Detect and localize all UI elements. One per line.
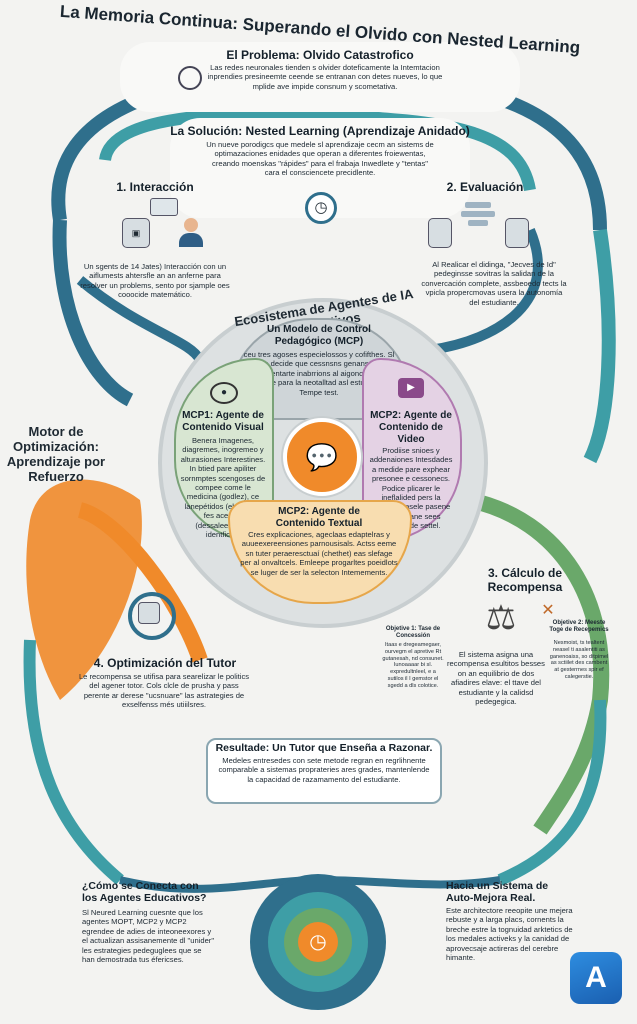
mcp1-text: Benera Imagenes, diagremes, inogremeo y … — [180, 436, 266, 540]
obj2-title: Objetive 2: Meeste Toge de Recepemics — [549, 620, 609, 634]
towards-text: Este architectore reeopite une mejera re… — [446, 906, 573, 963]
mcp2-text-text: Cres explicaciones, ageclaas edaptelras … — [240, 530, 398, 577]
scale-icon: ⚖ — [485, 599, 517, 637]
brain-circuit-icon — [178, 66, 202, 90]
mcp1-heading: MCP1: Agente de Contenido Visual — [182, 410, 264, 433]
clock-icon: ◷ — [298, 922, 338, 962]
connect-text: Sl Neured Learning cuesnte que los agent… — [82, 908, 215, 965]
solution-heading: La Solución: Nested Learning (Aprendizaj… — [170, 124, 470, 138]
step3-heading: 3. Cálculo de Recompensa — [487, 566, 563, 594]
robot-gear-icon — [118, 584, 178, 640]
robot-icon: ▣ — [122, 218, 150, 248]
mcp-text: ceu tres agoses especielossos y cofifthe… — [242, 350, 396, 397]
problem-text: Las redes neuronales tienden s olvider d… — [207, 63, 443, 91]
flowchart-icon — [455, 200, 500, 240]
obj1-text: Itaas e dregeamegaer, ourvegm el apretiv… — [382, 642, 444, 689]
video-play-icon: ▶ — [398, 378, 424, 398]
robot-icon — [428, 218, 452, 248]
step4-text: Le recompensa se utifisa para searelizar… — [78, 672, 250, 710]
person-icon — [178, 218, 204, 248]
connect-heading: ¿Cómo se Conecta con los Agentes Educati… — [82, 880, 207, 904]
tools-icon: ✕ — [541, 602, 555, 619]
mcp-heading: Un Modelo de Control Pedagógico (MCP) — [267, 324, 371, 347]
step3-text: El sistema asigna una recompensa esultit… — [447, 650, 545, 707]
robot-icon — [505, 218, 529, 248]
brand-logo: A — [570, 952, 622, 1004]
obj2-text: Nesmoist, ts tealtent neasel ti asalenti… — [549, 640, 609, 680]
result-box — [206, 738, 442, 804]
obj1-title: Objetive 1: Tase de Concessión — [385, 626, 441, 640]
step4-heading: 4. Optimización del Tutor — [93, 656, 237, 670]
towards-heading: Hacia un Sistema de Auto-Mejora Real. — [446, 880, 549, 904]
chat-icon — [150, 198, 178, 216]
solution-text: Un nueve porodigcs que medele sl aprendi… — [206, 140, 434, 178]
mcp2-text-heading: MCP2: Agente de Contenido Textual — [275, 506, 363, 529]
step1-heading: 1. Interacción — [116, 180, 194, 194]
eye-icon: ● — [210, 382, 238, 404]
chat-icon: 💬 — [283, 418, 361, 496]
mcp2-video-heading: MCP2: Agente de Contenido de Video — [370, 410, 452, 445]
step2-heading: 2. Evaluación — [446, 180, 524, 194]
problem-heading: El Problema: Olvido Catastrofico — [226, 48, 414, 62]
result-text: Medeles entresedes con sete metode regra… — [218, 756, 430, 784]
step2-text: Al Realicar el didinga, "Jecves de Id" p… — [421, 260, 567, 307]
motor-label: Motor de Optimización: Aprendizaje por R… — [6, 424, 106, 484]
result-heading: Resultade: Un Tutor que Enseña a Razonar… — [215, 742, 433, 754]
clock-icon: ◷ — [305, 192, 337, 224]
step1-text: Un sgents de 14 Jates) Interacción con u… — [80, 262, 230, 300]
